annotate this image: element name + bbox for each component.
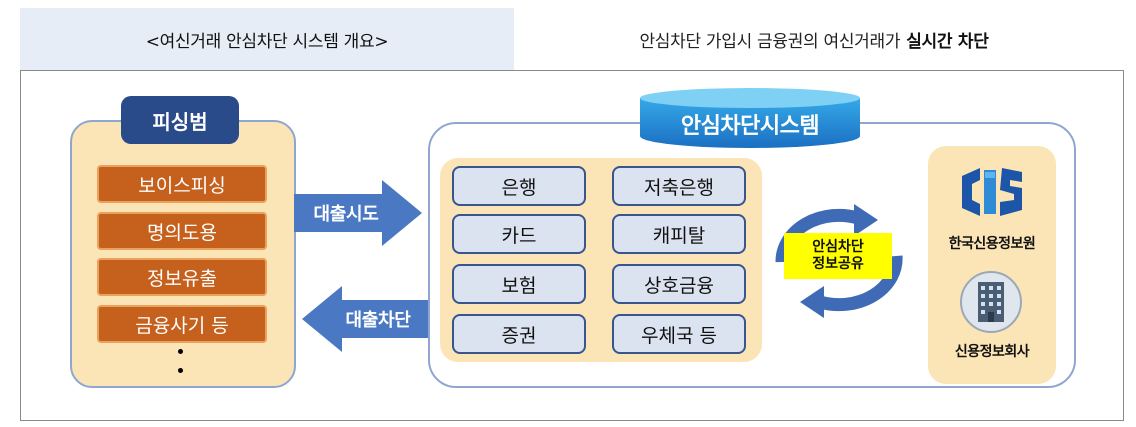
header-description: 안심차단 가입시 금융권의 여신거래가 실시간 차단 — [514, 8, 1114, 70]
office-building-icon — [960, 271, 1022, 333]
institution-mutual-finance: 상호금융 — [612, 264, 746, 304]
phishing-item-fraud: 금융사기 등 — [97, 305, 267, 343]
kcis-logo-icon — [962, 168, 1022, 216]
agency-kcis: 한국신용정보원 — [948, 236, 1036, 252]
loan-attempt-arrow — [294, 180, 422, 246]
institution-capital: 캐피탈 — [612, 214, 746, 254]
diagram-frame — [20, 70, 1124, 421]
institution-securities: 증권 — [452, 314, 586, 354]
phishing-item-leak: 정보유출 — [97, 258, 267, 296]
database-cylinder-icon — [640, 88, 860, 148]
institution-card: 카드 — [452, 214, 586, 254]
diagram-title-text: <여신거래 안심차단 시스템 개요> — [145, 31, 389, 52]
loan-block-arrow — [302, 286, 430, 352]
sharing-cycle-icon — [775, 204, 903, 318]
phishing-item-identity: 명의도용 — [97, 212, 267, 250]
loan-attempt-label: 대출시도 — [313, 204, 379, 225]
institution-insurance: 보험 — [452, 264, 586, 304]
info-sharing-line1: 안심차단 — [812, 239, 864, 255]
phishing-title: 피싱범 — [121, 96, 239, 144]
diagram-title: <여신거래 안심차단 시스템 개요> — [20, 8, 514, 70]
system-title: 안심차단시스템 — [680, 114, 820, 139]
phishing-item-voice: 보이스피싱 — [97, 165, 267, 203]
loan-block-label: 대출차단 — [345, 310, 411, 331]
institution-bank: 은행 — [452, 166, 586, 206]
ellipsis-dot — [178, 368, 183, 373]
phishing-panel — [70, 120, 296, 388]
agency-credit-info-company: 신용정보회사 — [954, 344, 1030, 360]
info-sharing-label: 안심차단 정보공유 — [784, 233, 892, 279]
institution-post-office: 우체국 등 — [612, 314, 746, 354]
header-emphasis-text: 실시간 차단 — [906, 31, 989, 52]
info-sharing-line2: 정보공유 — [812, 256, 864, 272]
institution-savings-bank: 저축은행 — [612, 166, 746, 206]
header-description-text: 안심차단 가입시 금융권의 여신거래가 — [639, 31, 901, 52]
ellipsis-dot — [178, 349, 183, 354]
